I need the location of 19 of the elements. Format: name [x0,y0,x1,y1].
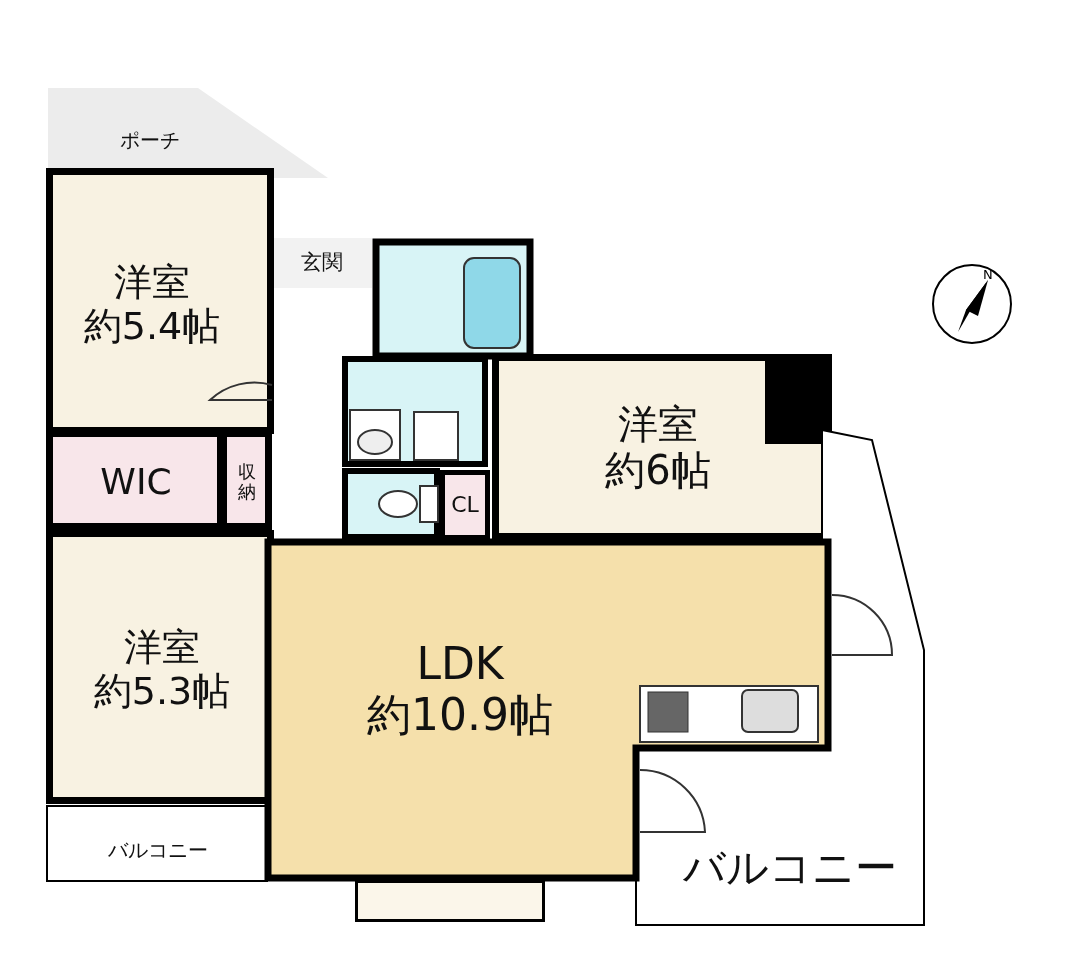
room-name: 洋室 [124,626,200,670]
room-name: 洋室 [618,401,698,447]
room-name: 玄関 [301,249,343,275]
bay-window [355,880,545,922]
room-area-label: 約5.4帖 [83,305,221,349]
room-area [46,530,274,804]
north-label: N [983,267,993,282]
room-name: 洋室 [114,261,190,305]
room-area [272,238,372,288]
room-name: ポーチ [120,128,180,152]
room-area-label: 約5.3帖 [93,670,231,714]
room-name: 収納 [238,462,256,502]
room-name: バルコニー [108,838,208,862]
room-name: WIC [100,461,172,503]
room-area [440,470,490,540]
balcony-area [46,805,268,882]
room-area-label: 約6帖 [605,447,711,493]
room-area [46,168,274,434]
room-name: CL [451,492,479,518]
